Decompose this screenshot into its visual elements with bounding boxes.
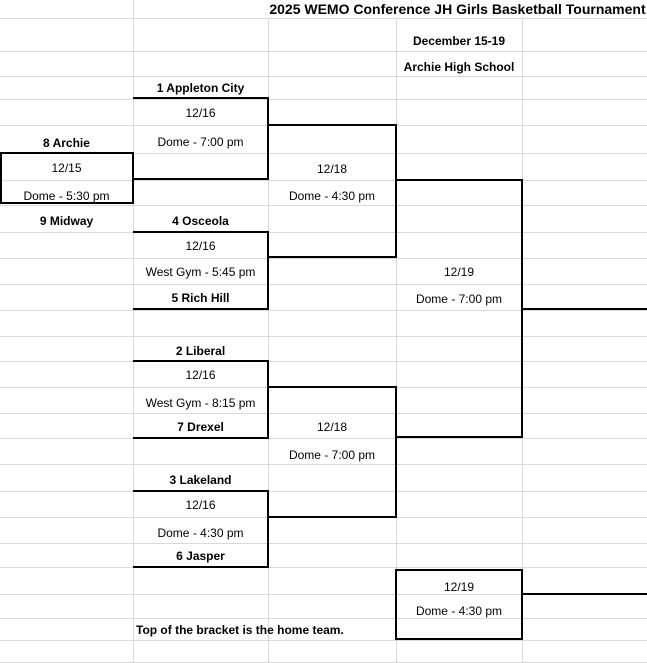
consolation-venue-time: Dome - 4:30 pm [415,604,503,618]
gridline-horizontal [0,180,647,181]
sf1-venue-time: Dome - 4:30 pm [288,189,376,203]
gridline-horizontal [0,336,647,337]
consolation-date: 12/19 [443,580,475,594]
sf1-box-top [268,124,396,126]
gridline-horizontal [0,153,647,154]
champion-advance-line [522,308,647,310]
final-date: 12/19 [443,265,475,279]
qf2-home-team: 4 Osceola [172,214,229,228]
sf2-venue-time: Dome - 7:00 pm [288,448,376,462]
playin-home-team: 8 Archie [43,136,90,150]
tournament-title: 2025 WEMO Conference JH Girls Basketball… [269,1,646,17]
qf1-box-top [133,97,268,99]
qf1-home-team: 1 Appleton City [156,81,245,95]
qf4-visitor-team: 6 Jasper [176,549,225,563]
qf3-box-top [133,360,268,362]
gridline-horizontal [0,594,647,595]
sf2-box-right [395,386,397,518]
qf4-box-top [133,490,268,492]
qf4-home-team: 3 Lakeland [169,473,232,487]
qf3-box-bottom [133,437,268,439]
gridline-horizontal [0,258,647,259]
gridline-horizontal [0,51,647,52]
qf3-venue-time: West Gym - 8:15 pm [145,396,256,410]
qf4-venue-time: Dome - 4:30 pm [157,526,244,540]
gridline-vertical [268,18,269,663]
final-box-bottom [396,436,523,438]
qf2-box-top [133,231,268,233]
gridline-horizontal [0,543,647,544]
qf3-box-right [267,360,269,439]
gridline-horizontal [0,232,647,233]
qf1-venue-time: Dome - 7:00 pm [157,135,244,149]
qf3-visitor-team: 7 Drexel [177,420,224,434]
sf1-box-bottom [268,256,396,258]
gridline-horizontal [0,438,647,439]
gridline-horizontal [0,567,647,568]
playin-visitor-team: 9 Midway [39,214,94,228]
gridline-horizontal [0,284,647,285]
qf2-date: 12/16 [185,239,216,253]
qf2-visitor-team: 5 Rich Hill [171,291,230,305]
consolation-box-right [521,569,523,640]
gridline-horizontal [0,640,647,641]
qf3-date: 12/16 [185,368,216,382]
gridline-horizontal [0,361,647,362]
tournament-dates: December 15-19 [412,34,506,48]
gridline-horizontal [0,464,647,465]
consolation-box-bottom [396,638,523,640]
final-box-top [396,179,523,181]
qf4-box-right [267,490,269,568]
qf4-date: 12/16 [185,498,216,512]
qf1-date: 12/16 [185,106,216,120]
qf1-box-bottom [133,178,268,180]
tournament-venue: Archie High School [403,60,515,74]
qf2-venue-time: West Gym - 5:45 pm [145,265,256,279]
sf2-box-bottom [268,516,396,518]
gridline-horizontal [0,205,647,206]
consolation-advance-line [522,593,647,595]
consolation-box-top [396,569,523,571]
qf4-box-bottom [133,566,268,568]
playin-box-top [0,152,133,154]
sf2-date: 12/18 [316,420,348,434]
gridline-horizontal [0,491,647,492]
qf3-home-team: 2 Liberal [175,344,226,358]
qf2-box-right [267,231,269,310]
gridline-horizontal [0,310,647,311]
gridline-vertical [133,0,134,663]
playin-date: 12/15 [51,161,82,175]
gridline-horizontal [0,99,647,100]
playin-box-left [0,152,2,204]
final-venue-time: Dome - 7:00 pm [415,292,503,306]
consolation-box-left [395,569,397,640]
gridline-horizontal [0,18,647,19]
sf1-date: 12/18 [316,162,348,176]
gridline-horizontal [0,413,647,414]
qf1-box-right [267,97,269,180]
gridline-horizontal [0,618,647,619]
sf1-box-right [395,124,397,258]
gridline-vertical [396,18,397,663]
sf2-box-top [268,386,396,388]
qf2-box-bottom [133,308,268,310]
gridline-horizontal [0,76,647,77]
playin-box-bottom [0,202,133,204]
playin-venue-time: Dome - 5:30 pm [23,189,110,203]
home-team-note: Top of the bracket is the home team. [136,623,344,637]
